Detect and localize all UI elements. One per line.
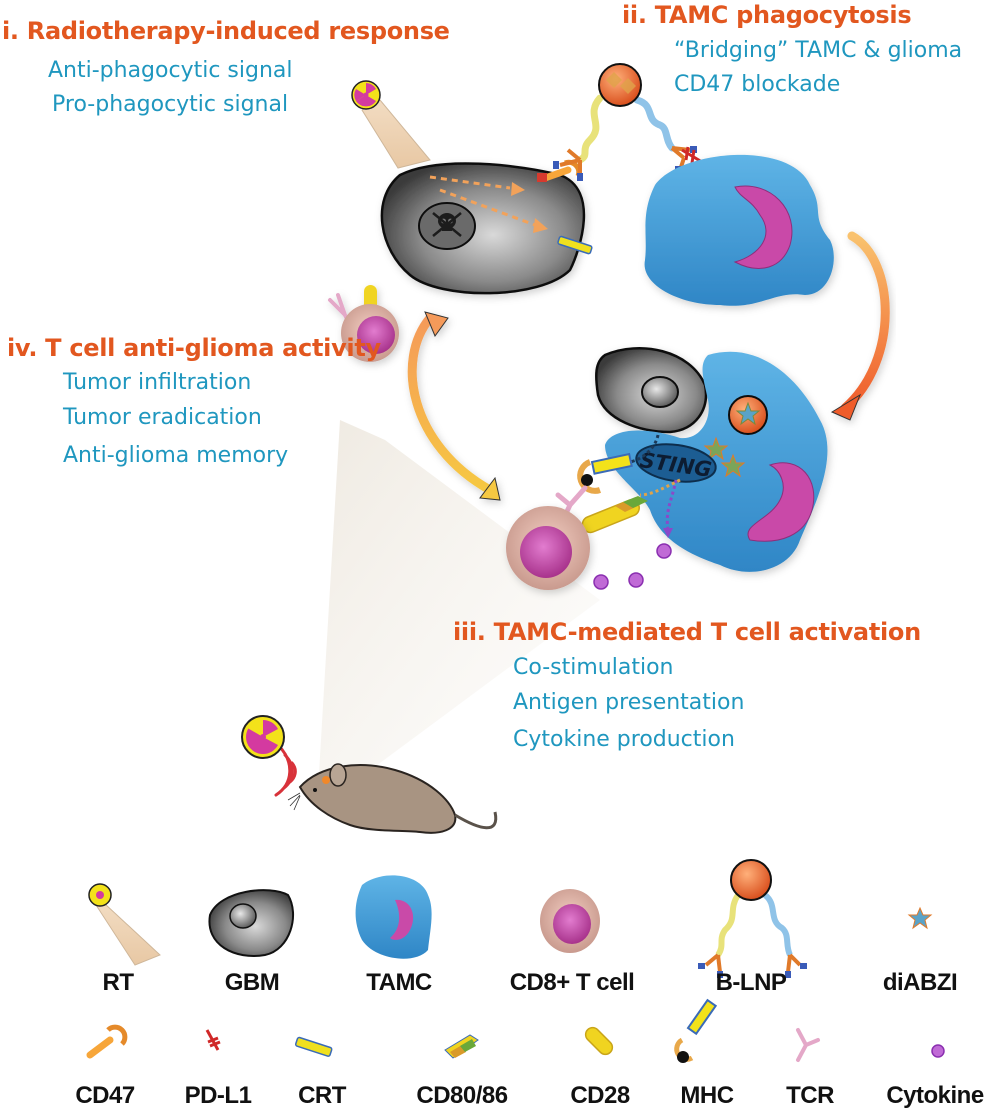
legend-cd47-icon — [86, 1024, 128, 1059]
legend-label-cd8-t-cell: CD8+ T cell — [509, 969, 635, 996]
legend-rt-icon — [88, 883, 161, 966]
stage-iii-item: Co-stimulation — [513, 655, 674, 680]
cytokines — [593, 543, 672, 590]
legend-label-cd47: CD47 — [75, 1082, 135, 1109]
legend-b-lnp-icon — [698, 859, 807, 978]
tamc-cell — [644, 154, 834, 306]
stage-ii-title: ii. TAMC phagocytosis — [622, 1, 912, 29]
rt-source-icon — [351, 80, 431, 169]
legend-cd80-86-icon — [444, 1034, 479, 1059]
stage-iv-item: Anti-glioma memory — [63, 443, 289, 468]
stage-iv-item: Tumor eradication — [63, 405, 262, 430]
mhc-tcr-complex — [555, 452, 633, 523]
legend-label-gbm: GBM — [224, 969, 280, 996]
stage-iii-item: Cytokine production — [513, 727, 735, 752]
legend-label-diabzi: diABZI — [882, 969, 958, 996]
stage-iii-title: iii. TAMC-mediated T cell activation — [453, 618, 921, 646]
stage-iv-item: Tumor infiltration — [63, 370, 252, 395]
pd-l1-marker — [681, 146, 703, 164]
radiation-waves — [274, 743, 297, 797]
legend-label-cd28: CD28 — [570, 1082, 630, 1109]
legend-label-pd-l1: PD-L1 — [184, 1082, 252, 1109]
stage-i-title: i. Radiotherapy-induced response — [2, 17, 450, 45]
legend-label-b-lnp: B-LNP — [715, 969, 787, 996]
legend-label-rt: RT — [102, 969, 135, 996]
legend-tcr-icon — [796, 1028, 820, 1062]
t-cell-iv — [328, 285, 399, 362]
gbm-cell-engulfed — [595, 347, 708, 434]
stage-ii-item: “Bridging” TAMC & glioma — [674, 38, 963, 63]
cd80-86-cd28-pair — [581, 496, 648, 534]
skull-icon — [432, 212, 462, 237]
legend-diabzi-icon — [907, 906, 933, 930]
stage-i-item: Anti-phagocytic signal — [48, 58, 293, 83]
cycle-arrow-iii-to-iv — [407, 311, 501, 501]
mouse-illustration — [287, 763, 498, 834]
legend-label-mhc: MHC — [680, 1082, 734, 1109]
legend-label-tamc: TAMC — [366, 969, 432, 996]
legend-label-cytokine: Cytokine — [886, 1082, 984, 1109]
legend-label-crt: CRT — [298, 1082, 346, 1109]
legend-mhc-icon — [674, 998, 718, 1063]
legend-crt-icon — [294, 1036, 333, 1057]
legend-cd28-icon — [584, 1026, 614, 1056]
magnification-beam — [318, 420, 600, 800]
legend-tamc-icon — [355, 875, 432, 959]
legend-label-cd80-86: CD80/86 — [416, 1082, 508, 1109]
legend-label-tcr: TCR — [786, 1082, 834, 1109]
crt-rod — [557, 235, 593, 255]
stage-iv-title: iv. T cell anti-glioma activity — [7, 334, 381, 362]
stage-ii-item: CD47 blockade — [674, 72, 841, 97]
b-lnp-bridge — [553, 63, 697, 181]
t-cell-activated — [506, 506, 590, 590]
tamc-activating: STING — [605, 351, 828, 572]
stage-iii-item: Antigen presentation — [513, 690, 745, 715]
legend-cytokine-icon — [931, 1044, 945, 1058]
cycle-arrow-ii-to-iii — [830, 231, 890, 421]
stage-i-item: Pro-phagocytic signal — [52, 92, 289, 117]
gbm-cell-dying — [380, 162, 586, 295]
legend-pd-l1-icon — [205, 1029, 221, 1051]
legend-gbm-icon — [208, 889, 295, 957]
legend-t-cell-icon — [540, 889, 600, 953]
radiation-symbol — [241, 715, 285, 759]
